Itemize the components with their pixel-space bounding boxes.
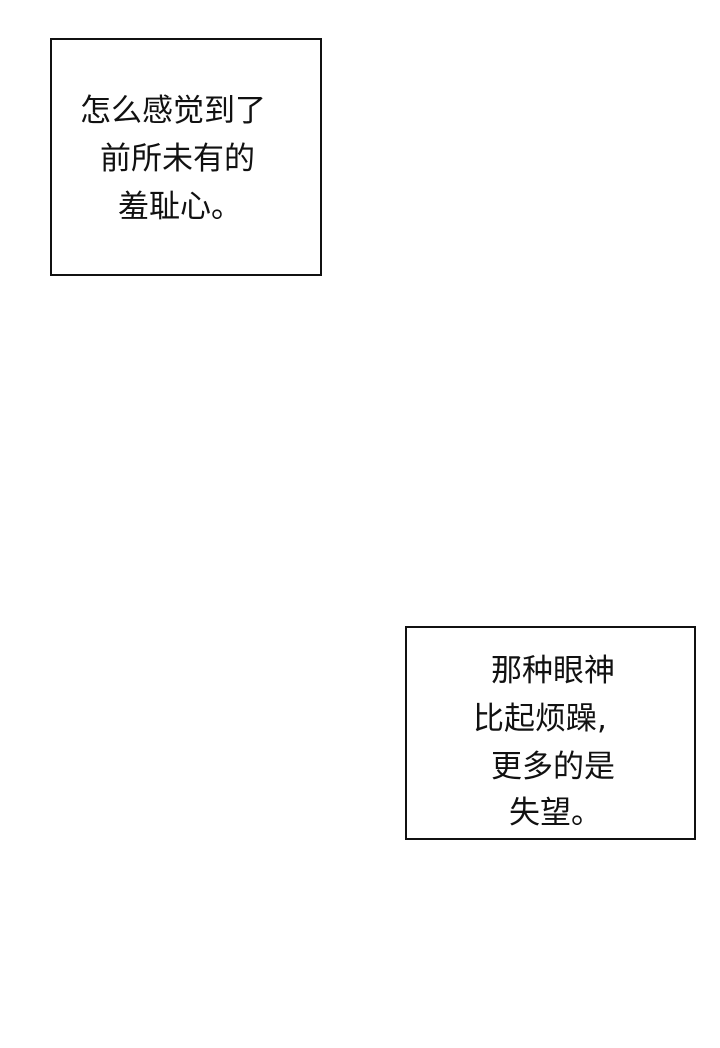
caption-box-2: 那种眼神 比起烦躁, 更多的是 失望。 <box>405 626 696 840</box>
caption-line: 失望。 <box>509 795 602 831</box>
caption-line: 那种眼神 <box>491 653 615 689</box>
caption-line: 前所未有的 <box>100 141 255 177</box>
caption-line: 怎么感觉到了 <box>80 93 266 129</box>
caption-line: 羞耻心。 <box>118 189 242 225</box>
caption-line: 比起烦躁, <box>473 701 607 737</box>
caption-box-1: 怎么感觉到了 前所未有的 羞耻心。 <box>50 38 322 276</box>
caption-line: 更多的是 <box>491 749 615 785</box>
